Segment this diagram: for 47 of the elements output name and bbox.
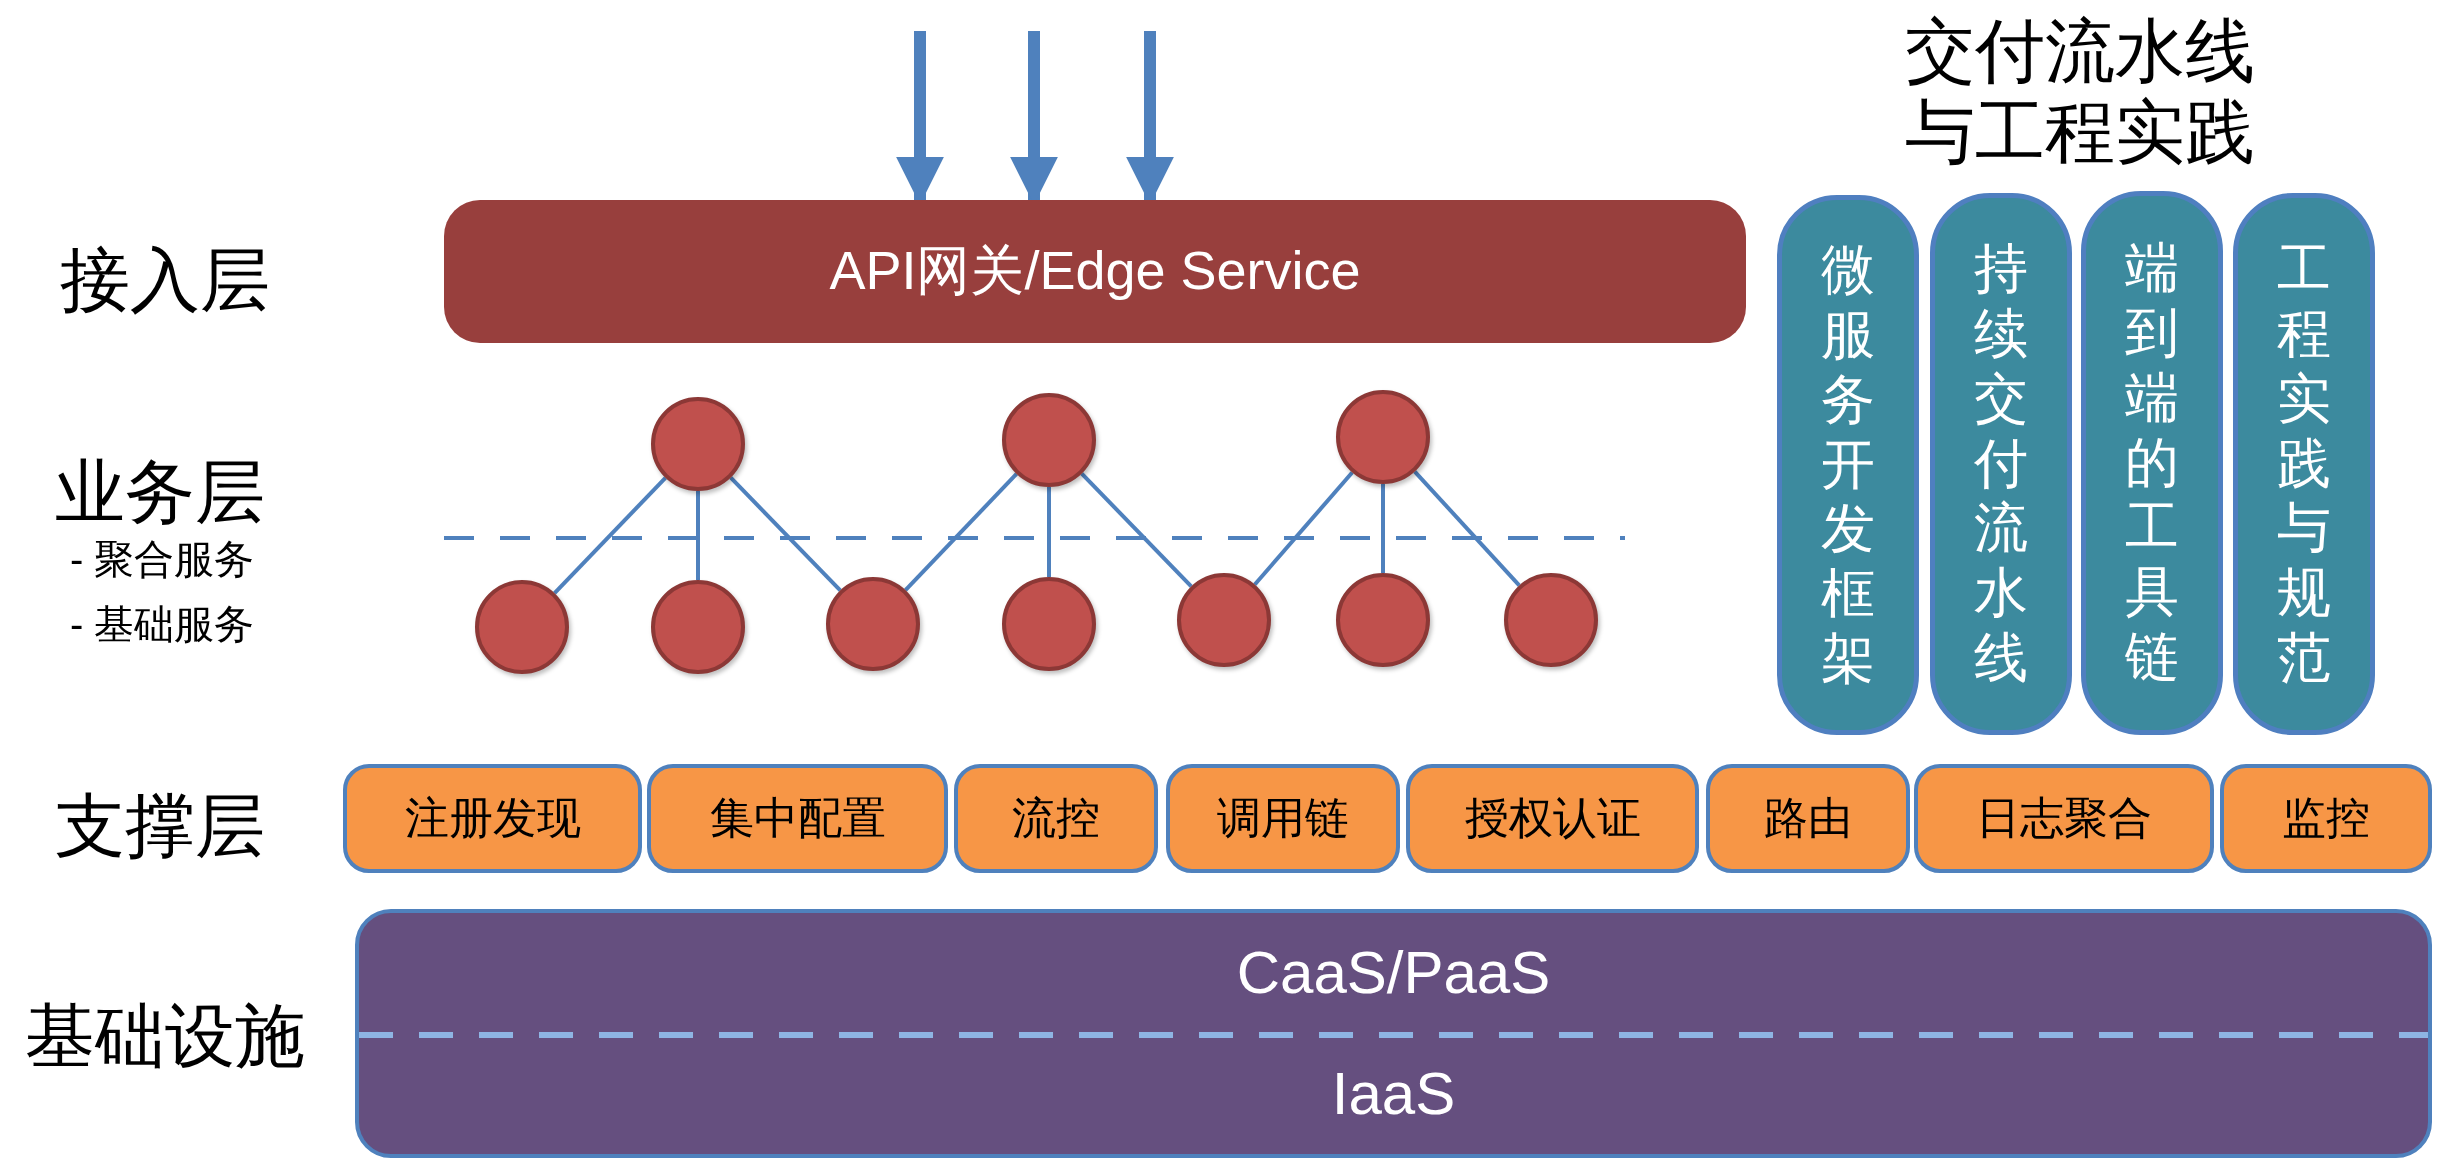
service-circle: [826, 577, 920, 671]
gateway-bar: [444, 200, 1746, 343]
infrastructure-band: [355, 909, 2432, 1158]
service-circle: [651, 397, 745, 491]
connector-line: [696, 491, 700, 580]
section-heading: 交付流水线与工程实践: [1904, 12, 2256, 173]
component-label: 流控: [1012, 792, 1100, 844]
service-circle: [1177, 573, 1271, 667]
pillar-label: 端到端的工具链: [2125, 237, 2179, 689]
component-label: 集中配置: [709, 792, 886, 844]
connector-line: [1413, 470, 1521, 587]
service-circle: [1504, 573, 1598, 667]
component-label: 授权认证: [1464, 792, 1641, 844]
support-component-box: [1406, 764, 1699, 873]
infrastructure-label: CaaS/PaaS: [1236, 938, 1551, 1009]
pillar-label: 工程实践与规范: [2277, 238, 2331, 690]
layer-label: 基础设施: [25, 997, 305, 1077]
sub-layer-label: - 聚合服务: [70, 536, 255, 583]
support-component-box: [1706, 764, 1910, 873]
component-label: 调用链: [1217, 792, 1349, 844]
connector-line: [904, 472, 1018, 592]
service-circle: [1002, 393, 1096, 487]
component-label: 监控: [2282, 792, 2370, 844]
connector-line: [1253, 471, 1354, 586]
connector-line: [729, 476, 842, 592]
connector-line: [1080, 472, 1193, 588]
support-component-box: [343, 764, 642, 873]
layer-label: 业务层: [55, 453, 265, 533]
layer-label: 接入层: [60, 241, 270, 321]
pillar-label: 微服务开发框架: [1821, 239, 1875, 691]
support-component-box: [1914, 764, 2214, 873]
infrastructure-label: IaaS: [1331, 1058, 1456, 1129]
connector-line: [1381, 484, 1385, 573]
support-component-box: [647, 764, 948, 873]
support-component-box: [954, 764, 1158, 873]
component-label: 注册发现: [404, 792, 581, 844]
sub-layer-label: - 基础服务: [70, 601, 255, 648]
pillar-label: 持续交付流水线: [1974, 238, 2028, 690]
component-label: 日志聚合: [1976, 792, 2152, 844]
support-component-box: [2220, 764, 2432, 873]
layer-label: 支撑层: [55, 787, 265, 867]
support-component-box: [1166, 764, 1400, 873]
service-circle: [475, 580, 569, 674]
connector-line: [553, 476, 667, 595]
connector-line: [1047, 487, 1051, 577]
gateway-label: API网关/Edge Service: [829, 239, 1361, 302]
component-label: 路由: [1764, 792, 1852, 844]
